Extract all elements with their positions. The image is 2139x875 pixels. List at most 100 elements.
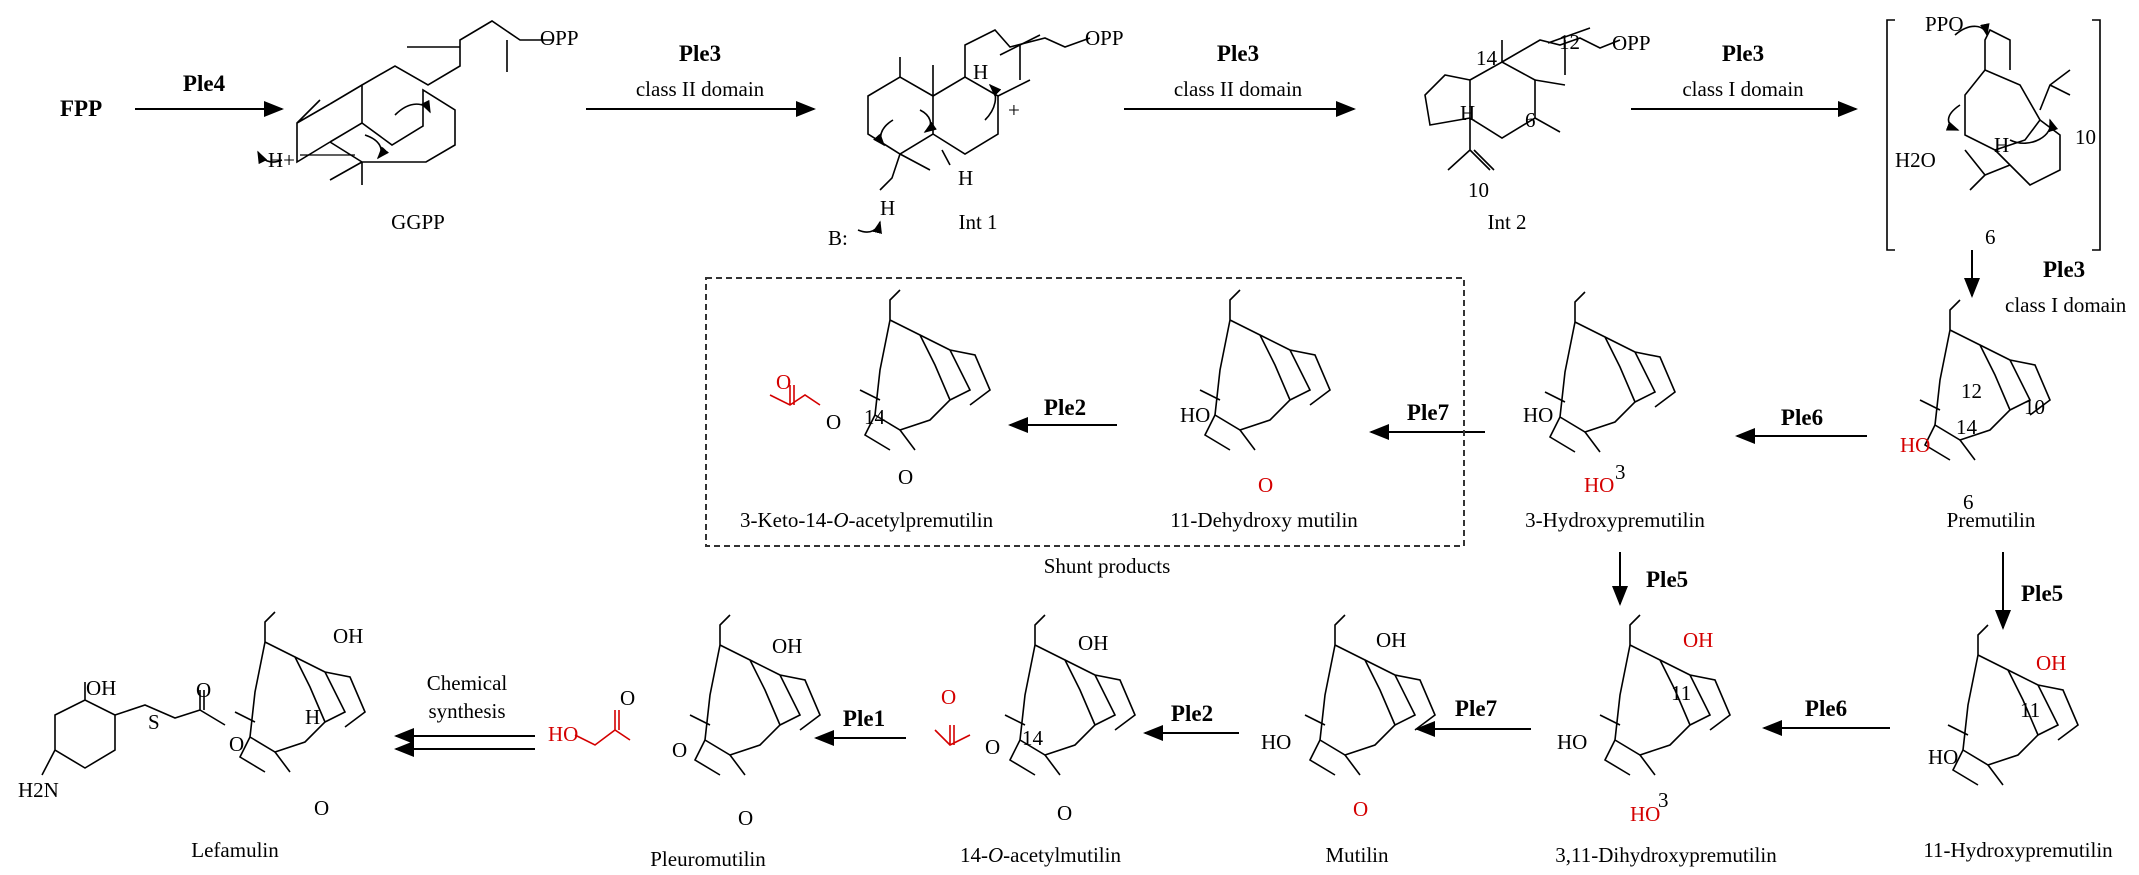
atom-n3-dihydroxy: 3 — [1658, 788, 1669, 812]
core-mutilin — [1304, 614, 1436, 776]
structure-acetyl-groups — [574, 385, 971, 746]
compound-lefamulin: Lefamulin — [191, 838, 279, 862]
atom-opp-int1: OPP — [1085, 26, 1124, 50]
atom-oh-dihydroxy: OH — [1683, 628, 1714, 652]
atom-h-int1-c: H — [958, 166, 974, 190]
atom-n12-int2: 12 — [1559, 30, 1580, 54]
atom-n6-ts: 6 — [1985, 225, 1996, 249]
shunt-products-label: Shunt products — [1043, 554, 1171, 578]
atom-ho-dehydroxy: HO — [1180, 403, 1211, 427]
atom-oh-lefamulin: OH — [333, 624, 364, 648]
atom-s-lefamulin: S — [148, 710, 160, 734]
compound-ggpp: GGPP — [391, 210, 445, 234]
atom-o-keto-ketone: O — [898, 465, 914, 489]
atom-oh-acetyl: OH — [1078, 631, 1109, 655]
structures — [257, 19, 2101, 251]
structure-int1 — [857, 29, 1091, 235]
atom-o-lefamulin-ketone: O — [314, 796, 330, 820]
atom-o-pleuro-ketone: O — [738, 806, 754, 830]
reagent-ple3-b: Ple3 — [1216, 41, 1260, 66]
compound-11-dehydroxy-mutilin: 11-Dehydroxy mutilin — [1170, 508, 1358, 532]
reagent-class1-a: class I domain — [1682, 77, 1804, 101]
atom-oh-mutilin: OH — [1376, 628, 1407, 652]
atom-o-mutilin: O — [1353, 797, 1369, 821]
compound-int2: Int 2 — [1487, 210, 1527, 234]
core-dehydroxy — [1199, 289, 1331, 451]
atom-n10-premutilin: 10 — [2024, 395, 2045, 419]
atom-ho-3-hydroxy: HO — [1523, 403, 1554, 427]
atom-o-pleuro-carbonyl: O — [620, 686, 636, 710]
reagent-ple2-top: Ple2 — [1043, 395, 1087, 420]
atom-o-pleuro-ester: O — [672, 738, 688, 762]
atom-n14-premutilin: 14 — [1956, 415, 1977, 439]
compound-int1: Int 1 — [958, 210, 998, 234]
atom-h-ts: H — [1994, 133, 2010, 157]
atom-n6-premutilin: 6 — [1963, 490, 1974, 514]
atom-n11-dihydroxy: 11 — [1671, 681, 1692, 705]
core-dihydroxy — [1599, 614, 1731, 776]
reagent-chem-2: synthesis — [428, 699, 506, 723]
atom-oh-pleuro: OH — [772, 634, 803, 658]
atom-o-acetyl-ketone: O — [1057, 801, 1073, 825]
core-hydroxy3 — [1544, 291, 1676, 453]
atom-ho3-dihydroxy: HO — [1630, 802, 1661, 826]
reagent-class1-b: class I domain — [2005, 293, 2127, 317]
atom-base: B: — [828, 226, 848, 250]
atom-o-keto-ester: O — [826, 410, 842, 434]
reaction-arrows — [135, 101, 2011, 757]
atom-n14-int2: 14 — [1476, 46, 1497, 70]
compound-mutilin: Mutilin — [1325, 843, 1389, 867]
atom-n10-int2: 10 — [1468, 178, 1489, 202]
compound-pleuromutilin: Pleuromutilin — [650, 847, 766, 871]
atom-h2n-lefamulin: H2N — [18, 778, 59, 802]
atom-h-lefamulin: H — [305, 705, 321, 729]
atom-h-int2: H — [1460, 101, 1476, 125]
reagent-ple5-left: Ple5 — [1646, 567, 1689, 592]
core-acetyl — [1004, 614, 1136, 776]
shunt-products-box — [705, 277, 1465, 547]
atom-o-dehydroxy: O — [1258, 473, 1274, 497]
compound-3-hydroxypremutilin: 3-Hydroxypremutilin — [1525, 508, 1705, 532]
structure-cyclohexylamine — [41, 682, 226, 776]
compound-3-11-dihydroxypremutilin: 3,11-Dihydroxypremutilin — [1555, 843, 1777, 867]
reagent-ple1: Ple1 — [842, 706, 886, 731]
core-lefamulin — [234, 611, 366, 773]
atom-oh-11-hydroxy: OH — [2036, 651, 2067, 675]
core-premutilin — [1919, 299, 2051, 461]
reagent-ple7-top: Ple7 — [1406, 400, 1450, 425]
reagent-ple2-bottom: Ple2 — [1170, 701, 1214, 726]
atom-h-int1-b: H — [880, 196, 896, 220]
atom-n14-keto: 14 — [864, 405, 885, 429]
reagent-chem-1: Chemical — [426, 671, 508, 695]
atom-ho-mutilin: HO — [1261, 730, 1292, 754]
core-keto — [859, 289, 991, 451]
atom-h-int1-a: H — [973, 60, 989, 84]
compound-14-o-acetylmutilin: 14-O-acetylmutilin — [960, 843, 1121, 867]
reagent-ple4: Ple4 — [182, 71, 226, 96]
atom-n10-ts: 10 — [2075, 125, 2096, 149]
atom-opp-ggpp: OPP — [540, 26, 579, 50]
atom-ho-dihydroxy: HO — [1557, 730, 1588, 754]
atom-ho-premutilin: HO — [1900, 433, 1931, 457]
compound-fpp: FPP — [60, 96, 103, 121]
atom-n6-int2: 6 — [1525, 108, 1536, 132]
compound-3-keto-14-o-acetylpremutilin: 3-Keto-14-O-acetylpremutilin — [740, 508, 994, 532]
atom-o-acetyl-carbonyl: O — [941, 685, 957, 709]
atom-h-plus: H+ — [268, 148, 296, 172]
atom-n12-premutilin: 12 — [1961, 379, 1982, 403]
atom-ho-pleuro: HO — [548, 722, 579, 746]
structure-ggpp — [257, 20, 552, 185]
atom-ho-11-hydroxy: HO — [1928, 745, 1959, 769]
atom-ho3-3-hydroxy: HO — [1584, 473, 1615, 497]
tricyclic-cores — [41, 289, 2079, 786]
reagent-class2-a: class II domain — [635, 77, 765, 101]
core-pleuro — [689, 614, 821, 776]
atom-opp-int2: OPP — [1612, 31, 1651, 55]
atom-oh2-lefamulin: OH — [86, 676, 117, 700]
atom-o-keto-carbonyl: O — [776, 370, 792, 394]
reagent-ple6-top: Ple6 — [1780, 405, 1824, 430]
atom-ppo: PPO — [1925, 12, 1964, 36]
atom-n14-acetyl: 14 — [1022, 726, 1043, 750]
reagent-ple3-d: Ple3 — [2043, 257, 2086, 282]
